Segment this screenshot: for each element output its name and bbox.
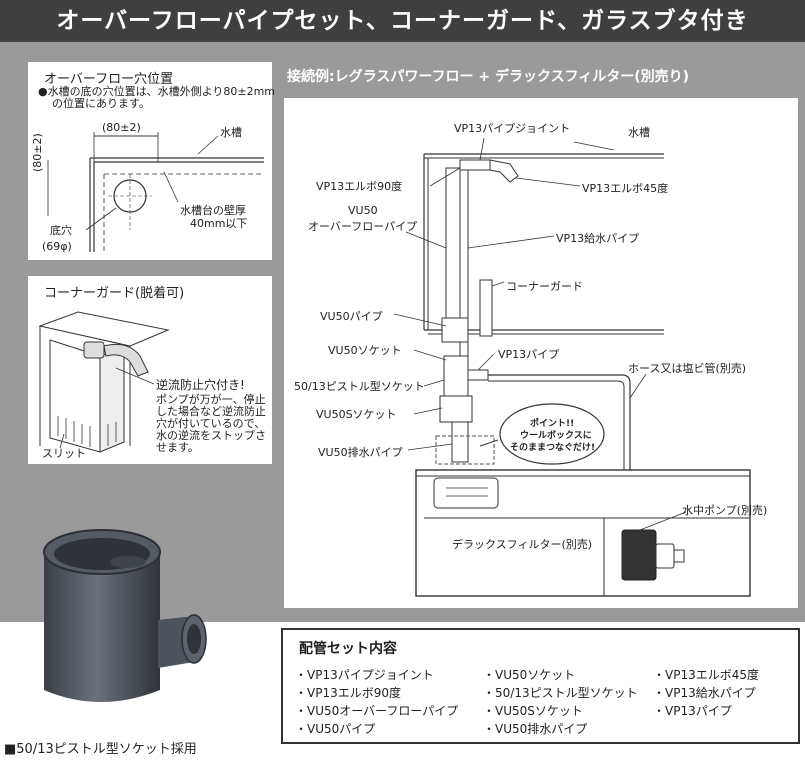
callout-line3: そのままつなぐだけ! [510,443,596,453]
label-tank: 水槽 [628,126,650,139]
pipe-item: ・VP13エルボ90度 [295,686,401,700]
guard-backflow-line5: せます。 [156,441,199,454]
corner-guard-panel: コーナーガード(脱着可) 逆流防止穴付き! ポンプが万が一、停止 した場合など逆… [28,276,272,464]
callout-line1: ポイント!! [530,419,575,429]
pipe-item: ・VU50Sソケット [483,704,583,718]
connection-panel-title: 接続例:レグラスパワーフロー + デラックスフィルター(別売り) [287,69,690,85]
label-vp13-supply: VP13給水パイプ [556,232,640,245]
guard-backflow-line2: した場合など逆流防止 [156,405,266,418]
label-vu50-socket: VU50ソケット [328,344,402,357]
label-vu50s-socket: VU50Sソケット [316,408,397,421]
overflow-label-bottom-hole: 底穴 [50,224,72,237]
pipe-item: ・VP13給水パイプ [653,686,756,700]
pipe-item: ・VP13エルボ45度 [653,668,759,682]
guard-backflow-title: 逆流防止穴付き! [156,378,245,392]
piston-socket-photo [43,529,207,702]
label-vp13-joint: VP13パイプジョイント [454,122,571,135]
guard-backflow-line3: 穴が付いているので、 [156,417,266,430]
label-hose: ホース又は塩ビ管(別売) [628,362,747,375]
pipe-item: ・VU50排水パイプ [483,722,588,736]
overflow-label-wall1: 水槽台の壁厚 [180,204,246,217]
overflow-note-line1: ●水槽の底の穴位置は、水槽外側より80±2mm [38,85,276,98]
overflow-hole-panel: オーバーフロー穴位置 ●水槽の底の穴位置は、水槽外側より80±2mm の位置にあ… [28,62,276,260]
overflow-dim-horizontal: (80±2) [102,121,141,134]
label-vu50: VU50 [348,204,378,217]
pipe-item: ・VP13パイプ [653,704,732,718]
label-vu50-pipe: VU50パイプ [320,310,383,323]
label-corner-guard: コーナーガード [506,280,583,293]
overflow-panel-title: オーバーフロー穴位置 [44,72,174,87]
connection-panel: VP13パイプジョイント 水槽 VP13エルボ90度 VP13エルボ45度 VU… [284,98,798,608]
guard-slit-label: スリット [42,447,86,460]
header-banner [0,0,805,42]
overflow-label-wall2: 40mm以下 [190,217,248,230]
label-vu50-drain: VU50排水パイプ [318,446,403,459]
pipe-item: ・VU50パイプ [295,722,376,736]
corner-guard-drawing [38,311,170,453]
guard-panel-title: コーナーガード(脱着可) [44,286,185,301]
connection-drawing [393,137,751,597]
label-overflow-pipe: オーバーフローパイプ [308,220,418,233]
overflow-hole-drawing [47,132,264,252]
overflow-label-tank: 水槽 [220,126,242,139]
guard-backflow-line1: ポンプが万が一、停止 [156,393,266,406]
pipe-set-title: 配管セット内容 [299,641,397,657]
label-vp13-elbow45: VP13エルボ45度 [582,182,669,195]
overflow-note-line2: の位置にあります。 [52,97,150,110]
pipe-item: ・VP13パイプジョイント [295,668,434,682]
pipe-item: ・50/13ピストル型ソケット [483,686,638,700]
pipe-item: ・VU50ソケット [483,668,576,682]
overflow-label-hole-size: (69φ) [42,240,72,253]
pipe-set-box: 配管セット内容 ・VP13パイプジョイント ・VP13エルボ90度 ・VU50オ… [281,628,800,744]
guard-backflow-line4: 水の逆流をストップさ [156,429,266,442]
label-vp13-elbow90: VP13エルボ90度 [316,180,403,193]
callout-line2: ウールボックスに [520,431,592,441]
pipe-item: ・VU50オーバーフローパイプ [295,704,459,718]
page-title: オーバーフローパイプセット、コーナーガード、ガラスブタ付き [56,8,749,34]
label-filter: デラックスフィルター(別売) [452,538,593,551]
label-piston-socket: 50/13ピストル型ソケット [294,380,425,393]
label-pump: 水中ポンプ(別売) [682,504,768,517]
overflow-dim-vertical: (80±2) [31,133,44,172]
photo-caption: ■50/13ピストル型ソケット採用 [4,742,197,757]
label-vp13-pipe: VP13パイプ [498,348,560,361]
